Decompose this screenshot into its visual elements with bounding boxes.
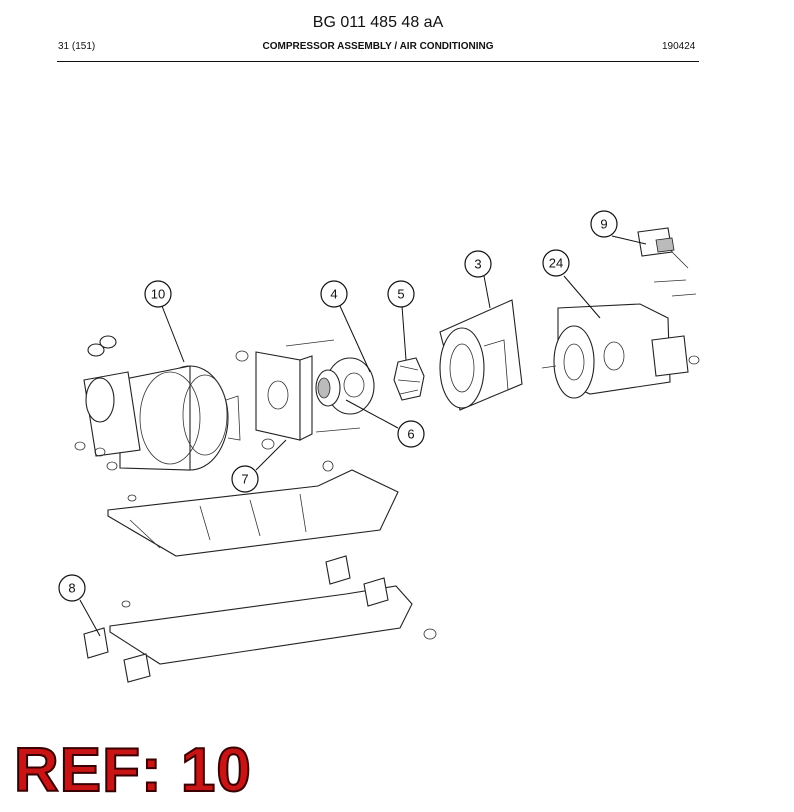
bracket-part [235,339,361,450]
callout-10-label: 10 [151,287,165,302]
callout-6-label: 6 [407,427,414,442]
flange-part [439,299,523,411]
compressor-part [74,335,241,471]
leader-line-3 [483,275,491,309]
callout-4: 4 [320,280,348,308]
callout-7-label: 7 [241,472,248,487]
document-number: BG 011 485 48 aA [312,14,444,31]
ref-label: REF: 10 [13,736,252,805]
solenoid-valve-part [637,227,697,297]
callout-9: 9 [590,210,618,238]
leader-line-9 [611,235,647,245]
callout-3: 3 [464,250,492,278]
hydraulic-pump-part [541,303,700,399]
leader-line-6 [345,399,399,429]
callout-24-label: 24 [549,256,563,271]
callout-3-label: 3 [474,257,481,272]
callout-24: 24 [542,249,570,277]
callout-8-label: 8 [68,581,75,596]
date-code: 190424 [662,41,696,52]
upper-mounting-plate [107,460,399,557]
page-number: 31 (151) [58,41,96,52]
leader-line-8 [79,599,101,637]
leader-line-7 [255,439,287,471]
callout-5-label: 5 [397,287,404,302]
section-title: COMPRESSOR ASSEMBLY / AIR CONDITIONING [262,41,494,52]
lower-mounting-plate [83,555,437,683]
header-rule [57,61,699,62]
coupling-element-part [393,357,425,401]
coupling-hub-part [315,357,375,415]
callout-4-label: 4 [330,287,337,302]
leader-line-10 [161,305,185,363]
callout-10: 10 [144,280,172,308]
callout-8: 8 [58,574,86,602]
callout-9-label: 9 [600,217,607,232]
leader-line-5 [401,305,407,361]
leader-line-4 [339,305,371,373]
leader-line-24 [563,275,601,319]
callout-7: 7 [231,465,259,493]
callout-5: 5 [387,280,415,308]
callout-6: 6 [397,420,425,448]
